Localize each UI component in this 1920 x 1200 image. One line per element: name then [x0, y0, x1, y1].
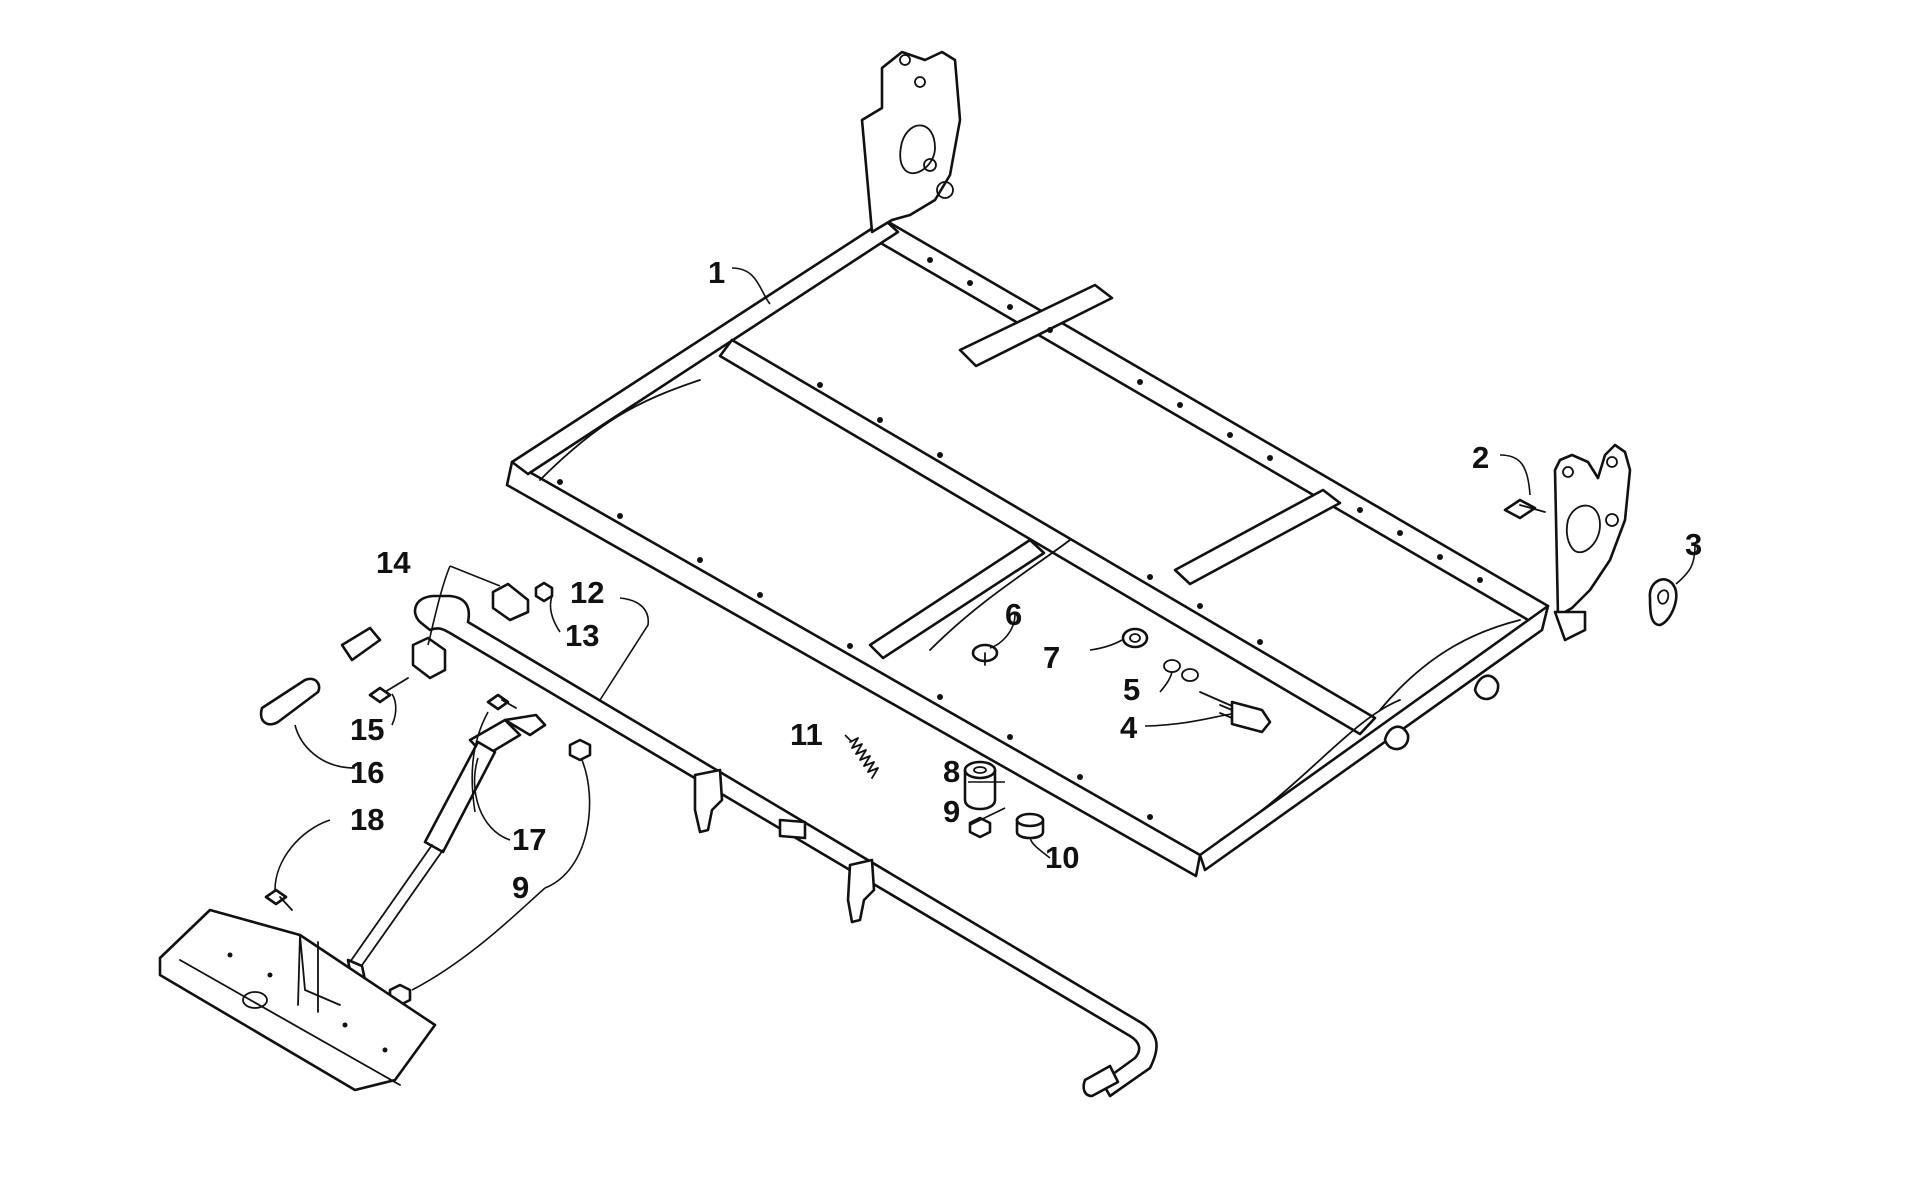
bolt-part-2 — [1503, 498, 1546, 520]
callout-3: 3 — [1685, 527, 1702, 562]
hinge-bracket-right — [1553, 443, 1632, 642]
callout-8: 8 — [943, 754, 960, 789]
frame-holes — [557, 257, 1483, 820]
callout-10: 10 — [1045, 840, 1079, 875]
callout-15: 15 — [350, 712, 384, 747]
plug-part-6 — [971, 643, 999, 666]
bolt-part-4 — [1199, 691, 1272, 734]
bolts-part-18 — [264, 693, 517, 911]
gas-strut-part-17 — [346, 713, 547, 984]
callout-5: 5 — [1123, 672, 1140, 707]
nut-part-13 — [534, 581, 554, 603]
callout-9-center: 9 — [943, 794, 960, 829]
grommet-part-10 — [1015, 812, 1045, 840]
release-rod-part-12 — [340, 594, 1158, 1098]
callout-1: 1 — [708, 255, 725, 290]
bolt-part-15 — [368, 677, 409, 704]
callout-17: 17 — [512, 822, 546, 857]
spring-part-11 — [849, 737, 879, 779]
callout-7: 7 — [1043, 640, 1060, 675]
hinge-bracket-rear — [860, 50, 962, 234]
callout-2: 2 — [1472, 440, 1489, 475]
callout-18: 18 — [350, 802, 384, 837]
link-plate-part-3 — [1648, 578, 1678, 627]
leader-lines — [274, 267, 1696, 991]
frame-assembly — [505, 218, 1550, 878]
callout-12: 12 — [570, 575, 604, 610]
clamps-part-14 — [411, 582, 530, 680]
callout-13: 13 — [565, 618, 599, 653]
callout-9-left: 9 — [512, 870, 529, 905]
callout-11: 11 — [790, 717, 823, 752]
nut-part-9-left — [388, 738, 592, 1007]
callout-labels: 1 2 3 4 5 6 7 8 9 10 11 12 13 14 15 16 1… — [350, 255, 1702, 905]
callout-14: 14 — [376, 545, 411, 580]
callout-16: 16 — [350, 755, 384, 790]
callout-6: 6 — [1005, 597, 1022, 632]
mount-bracket-lower — [158, 908, 437, 1092]
bumper-part-8 — [963, 760, 997, 811]
bushing-part-7 — [1121, 627, 1149, 649]
grip-part-16 — [259, 677, 321, 726]
callout-4: 4 — [1120, 710, 1138, 745]
